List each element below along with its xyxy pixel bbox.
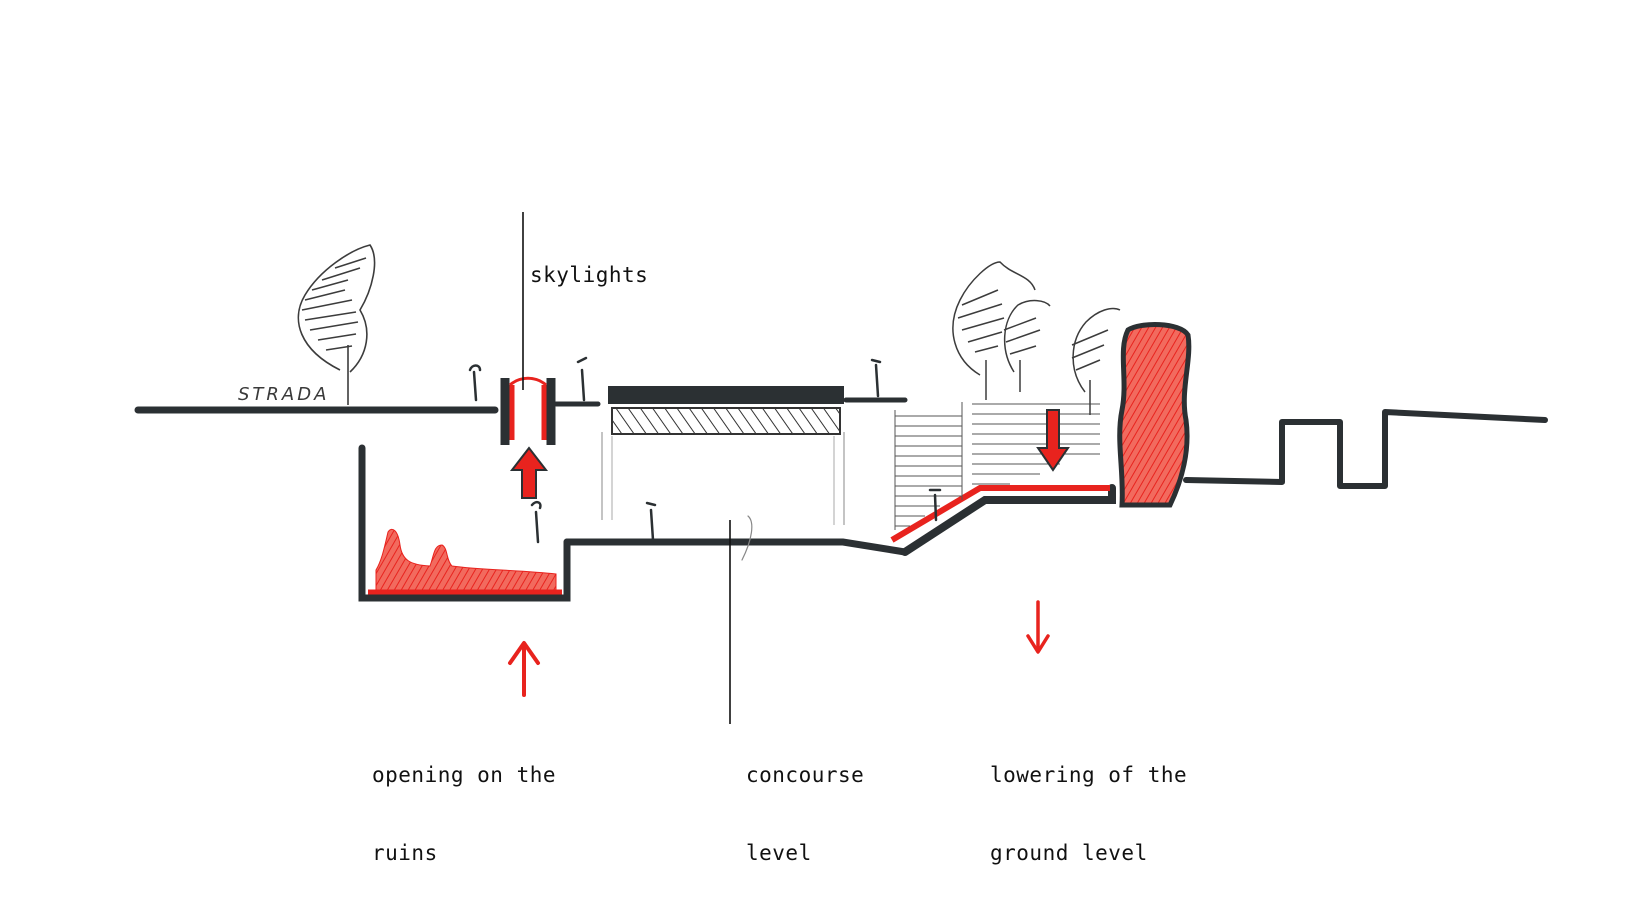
trees-right: [952, 261, 1121, 415]
human-figures: [468, 356, 942, 561]
strada-label: STRADA: [238, 384, 329, 405]
skylights-label: skylights: [530, 263, 649, 287]
lowering-label-line-1: lowering of the: [990, 763, 1188, 787]
leader-lines: [522, 212, 731, 724]
lowering-annotation: lowering of the ground level: [990, 710, 1187, 892]
opening-annotation: opening on the ruins: [372, 710, 556, 892]
ground-line-right: [1183, 409, 1548, 489]
red-wall: [1117, 322, 1192, 508]
skylights-annotation: skylights: [530, 210, 648, 314]
concourse-label-line-1: concourse: [746, 763, 865, 787]
lowering-label-line-2: ground level: [990, 841, 1148, 865]
concourse-label-line-2: level: [746, 841, 812, 865]
concourse-annotation: concourse level: [746, 710, 864, 892]
ruins-pit: [358, 444, 571, 602]
ramp-down-arrow-icon: [1036, 409, 1070, 472]
ramp: [890, 484, 1116, 556]
ramp-stair-lines: [894, 402, 1100, 530]
tree-left: [297, 244, 376, 405]
opening-label-line-2: ruins: [372, 841, 438, 865]
opening-label-line-1: opening on the: [372, 763, 557, 787]
concourse-floor: [563, 538, 909, 556]
skylight-up-arrow-icon: [509, 446, 549, 499]
concourse-roof-slab: [601, 386, 845, 525]
lowering-arrow-icon: [1026, 600, 1050, 654]
opening-arrow-icon: [508, 641, 540, 697]
skylight: [500, 376, 556, 450]
